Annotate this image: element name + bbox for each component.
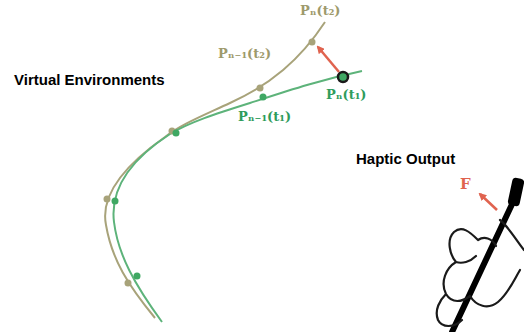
section-label: Virtual Environments [14, 72, 165, 89]
section-label: Haptic Output [356, 151, 455, 168]
current-point [338, 72, 348, 82]
point-label: Pₙ(t₁) [326, 88, 367, 102]
point-label: Pₙ₋₁(t₁) [238, 110, 291, 124]
force-label: F [460, 176, 471, 193]
force-arrow [318, 47, 339, 72]
point-label: Pₙ₋₁(t₂) [218, 47, 271, 61]
curve-t1 [113, 71, 362, 322]
hand-stylus [437, 177, 524, 332]
point-label: Pₙ(t₂) [300, 4, 341, 18]
curve-t2 [105, 22, 325, 318]
